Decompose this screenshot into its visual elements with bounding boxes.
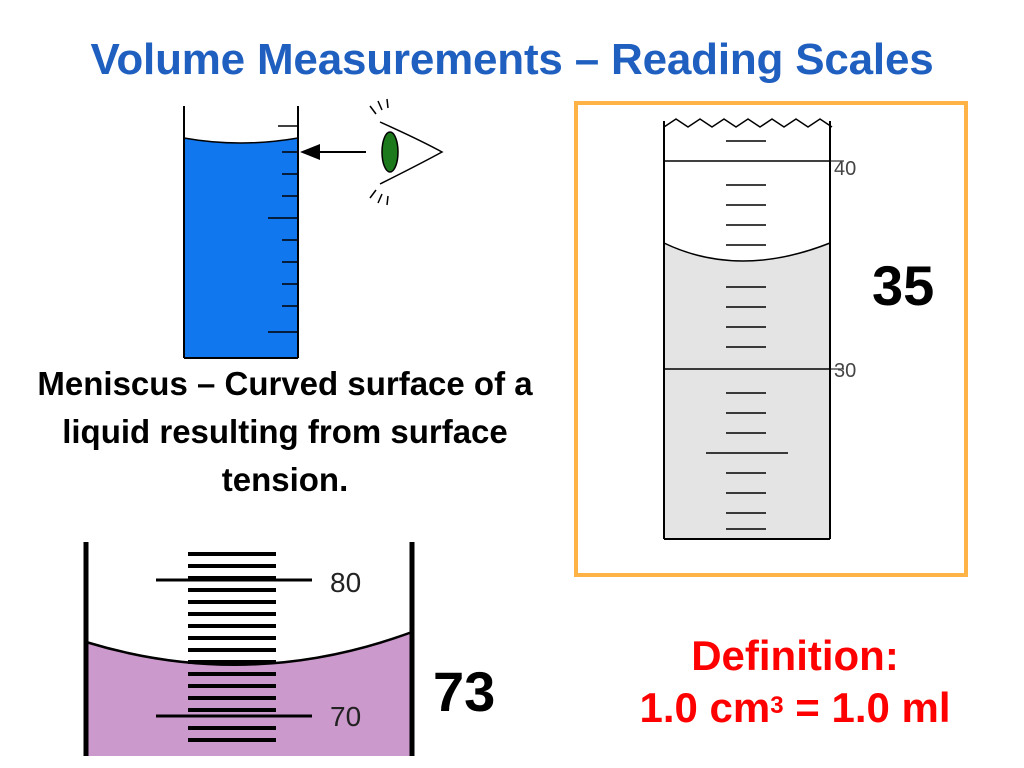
reading-35: 35 — [872, 254, 935, 317]
eye-level-cylinder-svg — [183, 98, 444, 359]
cylinder-73-svg: 80 70 — [83, 542, 415, 756]
definition-heading: Definition: — [691, 632, 899, 679]
eye-icon — [369, 98, 444, 206]
gray-liquid — [664, 243, 830, 539]
slide-title: Volume Measurements – Reading Scales — [90, 35, 934, 84]
arrow-left-icon — [300, 144, 366, 160]
definition-equation: 1.0 cm3 = 1.0 ml — [585, 682, 1005, 734]
scale-label-80: 80 — [330, 567, 361, 598]
purple-liquid — [86, 632, 412, 756]
scale-label-40: 40 — [834, 158, 856, 180]
equation-right: = 1.0 ml — [783, 684, 951, 731]
blue-liquid — [184, 138, 298, 358]
equation-left: 1.0 cm — [639, 684, 771, 731]
cylinder-35-svg: 40 30 — [574, 101, 968, 577]
meniscus-definition: Meniscus – Curved surface of a liquid re… — [37, 365, 533, 498]
scale-label-30: 30 — [834, 360, 856, 382]
volume-definition: Definition: 1.0 cm3 = 1.0 ml — [585, 630, 1005, 734]
equation-exponent: 3 — [770, 692, 784, 719]
cylinder-73-figure: 80 70 — [80, 542, 420, 756]
scale-label-70: 70 — [330, 701, 361, 732]
cylinder-35-figure: 40 30 — [574, 101, 968, 577]
eye-level-cylinder-figure — [170, 98, 460, 360]
reading-73: 73 — [433, 660, 496, 723]
